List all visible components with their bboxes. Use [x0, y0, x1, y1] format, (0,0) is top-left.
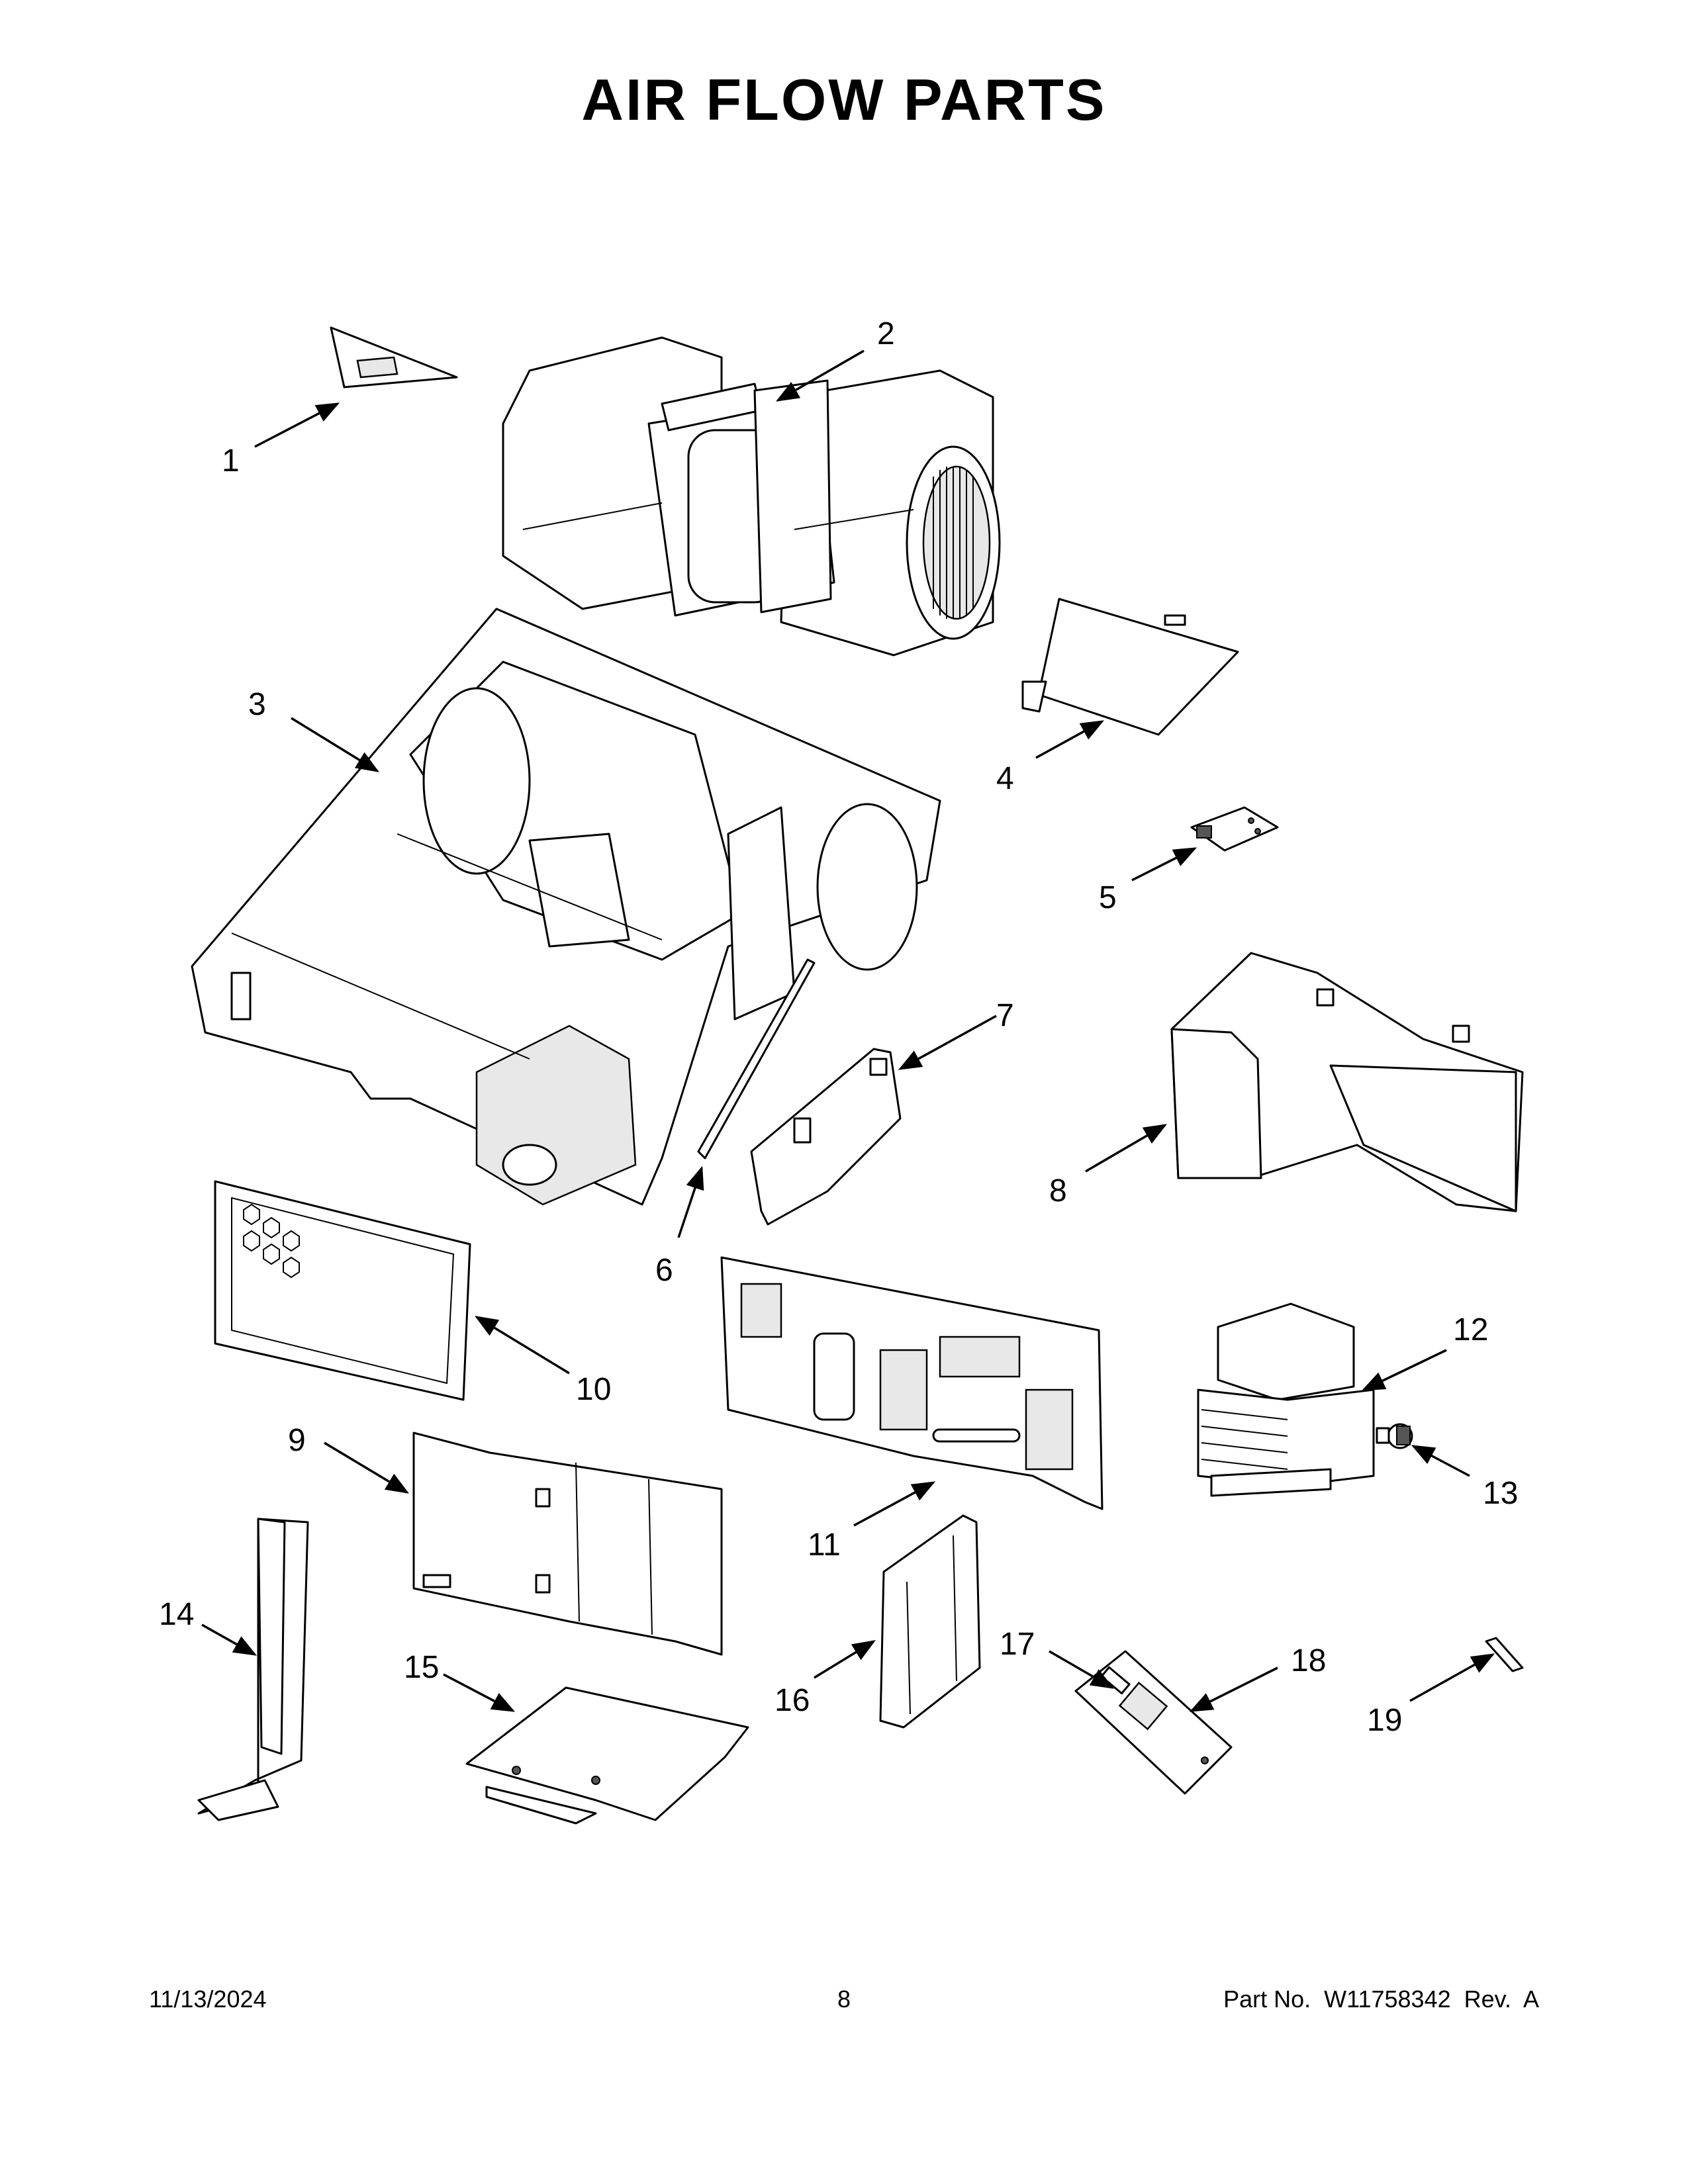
part-8-vent-duct: [1170, 952, 1524, 1212]
callout-10: 10: [576, 1372, 611, 1407]
callout-14: 14: [159, 1597, 194, 1632]
arrow-12: [1361, 1349, 1447, 1391]
callout-16: 16: [774, 1683, 810, 1718]
arrow-3: [291, 717, 379, 772]
part-7-bracket: [750, 1048, 902, 1226]
arrow-10: [475, 1316, 570, 1375]
callout-15: 15: [404, 1650, 439, 1685]
callout-9: 9: [288, 1423, 306, 1458]
callout-2: 2: [877, 316, 895, 351]
part-17-18-control-board: [1074, 1650, 1233, 1795]
callout-6: 6: [655, 1253, 673, 1288]
arrow-7: [898, 1015, 997, 1070]
callout-13: 13: [1483, 1476, 1518, 1511]
part-9-shield: [412, 1432, 723, 1656]
footer-part-number: Part No. W11758342 Rev. A: [1223, 1985, 1539, 2013]
page-title: AIR FLOW PARTS: [581, 67, 1107, 132]
arrow-19: [1409, 1653, 1495, 1702]
callout-19: 19: [1367, 1703, 1402, 1738]
part-13-thermostat: [1376, 1423, 1413, 1449]
callout-8: 8: [1049, 1173, 1067, 1208]
callout-12: 12: [1453, 1312, 1488, 1347]
part-1-label: [330, 326, 458, 388]
arrow-9: [324, 1441, 410, 1494]
part-19-fuse: [1485, 1637, 1524, 1672]
arrow-14: [201, 1623, 258, 1656]
arrow-1: [254, 402, 340, 448]
arrow-17: [1049, 1650, 1115, 1689]
callout-18: 18: [1291, 1643, 1326, 1678]
callout-4: 4: [996, 761, 1014, 796]
arrow-8: [1085, 1124, 1168, 1173]
part-4-cover-plate: [1021, 598, 1239, 736]
part-2-blower-motor: [502, 336, 1001, 657]
part-16-mounting-bracket: [879, 1514, 981, 1729]
callout-11: 11: [808, 1527, 841, 1563]
arrow-2: [775, 349, 865, 402]
arrow-4: [1035, 720, 1105, 759]
footer-page-number: 8: [837, 1985, 851, 2013]
arrow-18: [1189, 1666, 1278, 1712]
part-5-switch-board: [1190, 806, 1279, 852]
callout-numbers: 1 2 3 4 5 6 7 8 9 10 11 12 13 14 15 16 1…: [159, 316, 1518, 1738]
arrow-11: [853, 1481, 936, 1527]
arrow-15: [443, 1673, 516, 1712]
part-15-base-plate: [465, 1686, 749, 1825]
callout-7: 7: [996, 998, 1014, 1033]
arrow-16: [814, 1640, 876, 1679]
part-6-gasket-strip: [697, 958, 816, 1160]
callout-5: 5: [1099, 880, 1117, 915]
callout-3: 3: [248, 687, 266, 722]
callout-17: 17: [1000, 1627, 1035, 1662]
arrow-13: [1411, 1445, 1470, 1477]
callout-1: 1: [222, 443, 240, 478]
part-10-filter: [214, 1180, 471, 1401]
part-14-side-bracket: [197, 1518, 309, 1821]
part-11-panel: [720, 1256, 1103, 1510]
part-12-transformer: [1197, 1302, 1375, 1497]
arrow-5: [1131, 847, 1197, 882]
leader-arrows: [201, 349, 1495, 1712]
footer-date: 11/13/2024: [149, 1985, 267, 2013]
arrow-6: [677, 1165, 704, 1238]
